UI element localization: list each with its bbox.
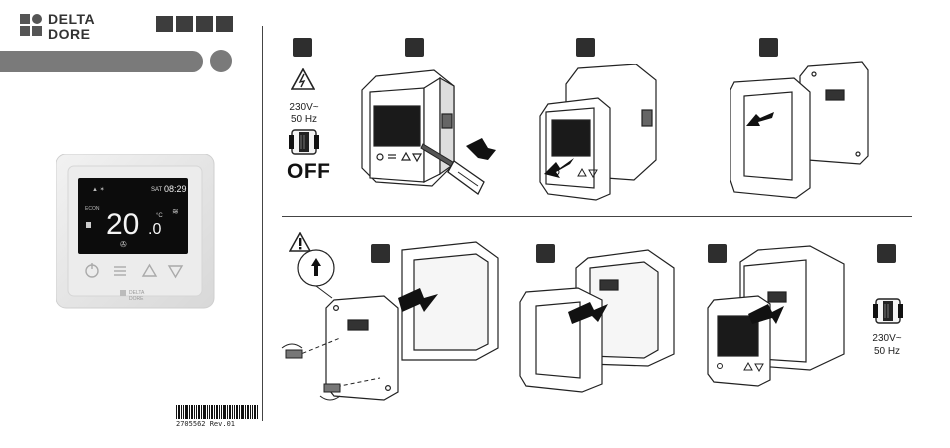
screen-temperature-decimal: .0 bbox=[148, 221, 161, 238]
step-marker-2 bbox=[405, 38, 424, 57]
page-indicator-squares bbox=[156, 16, 233, 32]
high-voltage-icon bbox=[291, 68, 315, 95]
step2-illustration bbox=[358, 64, 503, 209]
barcode bbox=[176, 405, 258, 419]
step-marker-3 bbox=[576, 38, 595, 57]
svg-text:✇: ✇ bbox=[120, 240, 127, 249]
square-3 bbox=[196, 16, 213, 32]
step5-illustration bbox=[280, 228, 500, 413]
vertical-divider bbox=[262, 26, 263, 421]
power-off-state: OFF bbox=[287, 160, 331, 184]
screw-icon bbox=[282, 344, 302, 358]
header-dot bbox=[210, 50, 232, 72]
brand-name-line1: DELTA bbox=[48, 12, 95, 27]
power-on-frequency: 50 Hz bbox=[866, 346, 908, 358]
power-off-voltage: 230V~ bbox=[284, 102, 324, 114]
square-4 bbox=[216, 16, 233, 32]
svg-text:≋: ≋ bbox=[172, 207, 179, 216]
circuit-breaker-icon bbox=[289, 127, 319, 162]
step-marker-8 bbox=[877, 244, 896, 263]
step7-illustration bbox=[706, 244, 866, 399]
square-1 bbox=[156, 16, 173, 32]
thermostat-product-image: ▲ ✶ SAT 08:29 ECON 20 .0 °C ≋ ✇ DELTA DO… bbox=[56, 154, 216, 315]
svg-text:▲ ✶: ▲ ✶ bbox=[92, 186, 105, 193]
horizontal-divider bbox=[282, 216, 912, 217]
step4-illustration bbox=[730, 60, 880, 205]
push-arrow-icon bbox=[466, 138, 496, 160]
screen-day: SAT bbox=[151, 187, 163, 193]
square-2 bbox=[176, 16, 193, 32]
screen-unit: °C bbox=[156, 213, 163, 219]
brand-name-line2: DORE bbox=[48, 27, 95, 42]
delta-dore-logo-icon bbox=[20, 14, 42, 36]
screen-mode: ECON bbox=[85, 206, 100, 212]
power-on-voltage: 230V~ bbox=[866, 333, 908, 345]
step3-illustration bbox=[538, 64, 678, 209]
step-marker-4 bbox=[759, 38, 778, 57]
step-marker-1 bbox=[293, 38, 312, 57]
barcode-text: 2705562 Rev.01 bbox=[176, 420, 235, 428]
header-bar bbox=[0, 51, 203, 72]
device-brand-line2: DORE bbox=[129, 296, 144, 302]
screen-temperature: 20 bbox=[106, 208, 139, 241]
circuit-breaker-on-icon bbox=[873, 296, 903, 331]
power-off-frequency: 50 Hz bbox=[284, 114, 324, 126]
screen-time: 08:29 bbox=[164, 184, 187, 194]
screw-icon-2 bbox=[320, 384, 340, 400]
step6-illustration bbox=[518, 244, 678, 399]
brand-name: DELTA DORE bbox=[48, 12, 95, 42]
